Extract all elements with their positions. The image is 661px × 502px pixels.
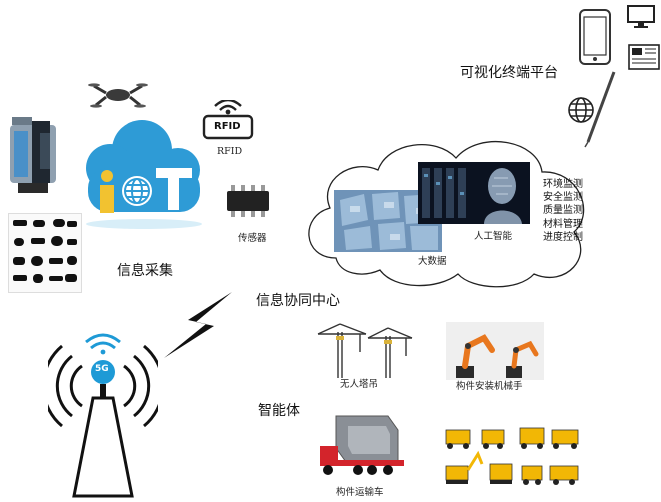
agents-title: 智能体 [258,403,300,419]
sensor-chip-icon [223,181,275,221]
collection-title: 信息采集 [117,263,173,279]
monitoring-function-list: 环境监测 安全监测 质量监测 材料管理 进度控制 [543,178,583,244]
function-item: 材料管理 [543,218,583,230]
5g-label: 5G [95,364,109,374]
crane-caption: 无人塔吊 [340,379,379,390]
center-title: 信息协同中心 [256,293,340,309]
web-globe-icon [567,96,595,124]
iot-letter-i [100,170,114,213]
lightning-bolt-icon [162,290,234,360]
function-item: 进度控制 [543,231,583,243]
rfid-caption: RFID [217,146,243,157]
big-data-caption: 大数据 [418,256,447,267]
iot-cloud-logo [70,112,215,230]
sensor-caption: 传感器 [238,233,267,244]
rfid-icon: RFID [200,98,256,146]
ai-image [418,162,530,224]
rfid-chip-text: RFID [214,121,241,132]
tablet-dashboard-icon [628,44,660,72]
smartphone-icon [578,8,612,66]
globe-icon [120,174,154,208]
function-item: 安全监测 [543,192,583,204]
drone-icon [88,80,148,110]
robot-caption: 构件安装机械手 [456,381,523,392]
desktop-computer-icon [626,4,656,30]
laser-scanner-icon [0,113,66,195]
truck-caption: 构件运输车 [336,487,384,498]
transport-truck-image [318,410,408,480]
function-item: 质量监测 [543,205,583,217]
tower-crane-image [316,322,414,380]
cctv-cameras-icon [8,213,82,293]
5g-tower-icon: 5G [41,332,165,498]
platform-title: 可视化终端平台 [460,65,558,81]
stylus-pen-icon [580,68,620,148]
function-item: 环境监测 [543,179,583,190]
ai-caption: 人工智能 [474,231,513,242]
iot-letter-t [156,168,192,210]
construction-machinery-image [440,420,584,492]
robot-arm-image [446,322,544,380]
